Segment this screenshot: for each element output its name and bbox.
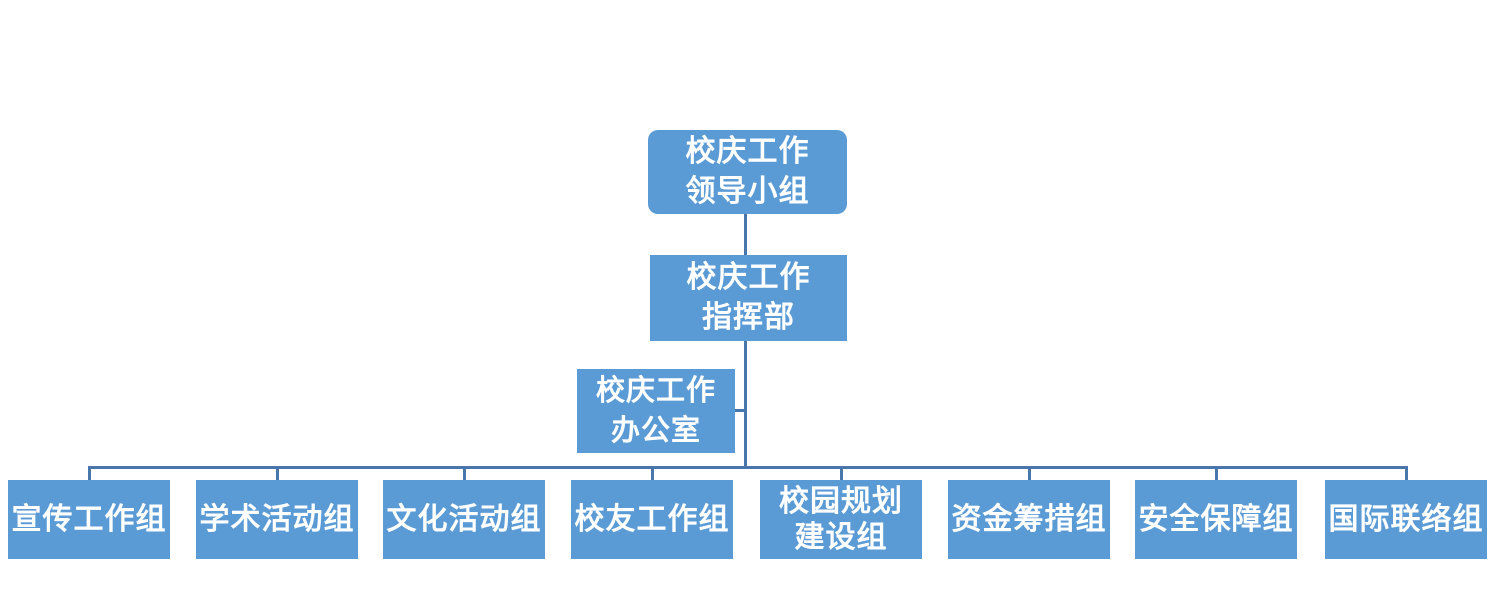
connector-drop-4 xyxy=(651,466,654,480)
node-office: 校庆工作 办公室 xyxy=(577,369,735,453)
node-alumni-work-group: 校友工作组 xyxy=(571,480,733,559)
node-leadership-group: 校庆工作 领导小组 xyxy=(648,130,847,214)
connector-drop-6 xyxy=(1028,466,1031,480)
connector-horizontal-bus xyxy=(88,466,1408,469)
connector-drop-1 xyxy=(88,466,91,480)
node-campus-planning-construction-group: 校园规划 建设组 xyxy=(760,480,922,559)
node-publicity-group: 宣传工作组 xyxy=(8,480,170,559)
node-international-liaison-group: 国际联络组 xyxy=(1325,480,1487,559)
node-security-group: 安全保障组 xyxy=(1135,480,1297,559)
connector-drop-3 xyxy=(463,466,466,480)
connector-drop-8 xyxy=(1405,466,1408,480)
connector-office-stub xyxy=(735,409,747,412)
connector-drop-5 xyxy=(840,466,843,480)
connector-drop-7 xyxy=(1215,466,1218,480)
node-cultural-activities-group: 文化活动组 xyxy=(383,480,545,559)
node-command-department: 校庆工作 指挥部 xyxy=(650,255,847,341)
connector-command-to-bus xyxy=(744,341,747,468)
connector-drop-2 xyxy=(276,466,279,480)
node-academic-activities-group: 学术活动组 xyxy=(196,480,358,559)
connector-root-to-command xyxy=(744,214,747,255)
node-fundraising-group: 资金筹措组 xyxy=(948,480,1110,559)
